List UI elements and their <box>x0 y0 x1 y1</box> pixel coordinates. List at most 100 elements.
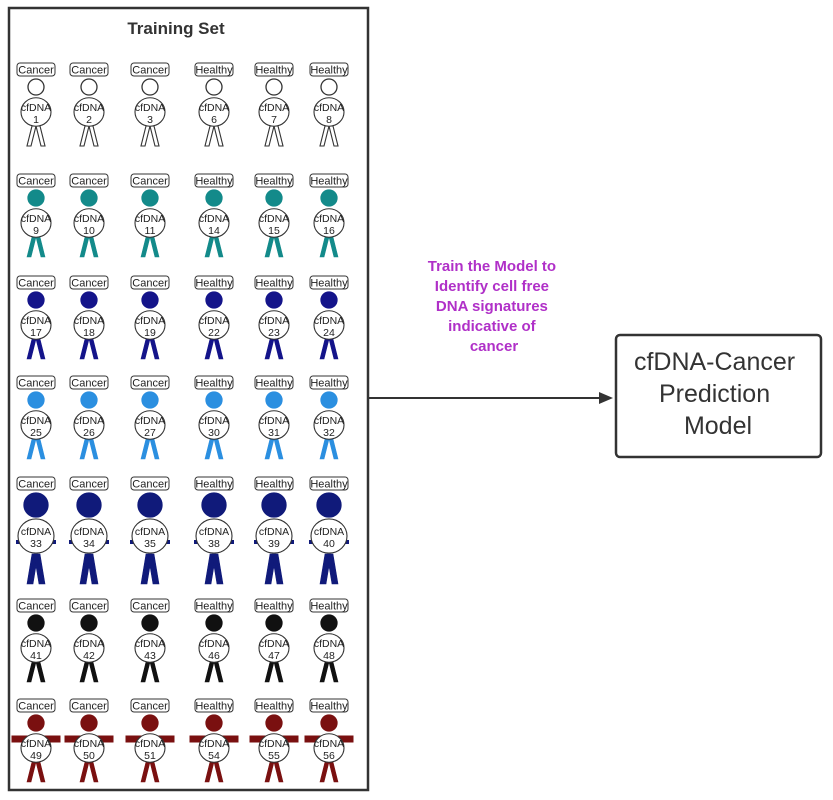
figure-head <box>320 614 338 632</box>
figure-head <box>80 78 98 96</box>
figure-number: 25 <box>30 427 42 439</box>
figure-cfdna-text: cfDNA <box>259 415 289 427</box>
figure-cfdna-text: cfDNA <box>199 738 229 750</box>
figure-body <box>70 518 108 554</box>
figure-label-box <box>130 375 170 390</box>
figure-label: Healthy <box>255 65 293 77</box>
model-box <box>614 333 823 459</box>
figure-label-box <box>194 476 234 491</box>
figure-cfdna-text: cfDNA <box>74 526 104 538</box>
figure-head <box>261 492 287 518</box>
figure-cfdna-text: cfDNA <box>199 415 229 427</box>
figure-body <box>20 97 52 127</box>
figure-label-box <box>194 173 234 188</box>
figure-cfdna-text: cfDNA <box>199 526 229 538</box>
figure-label-box <box>69 275 109 290</box>
figure-label: Healthy <box>255 176 293 188</box>
figure-cfdna-text: cfDNA <box>135 738 165 750</box>
figure-cfdna-text: cfDNA <box>259 638 289 650</box>
figure-head <box>80 291 98 309</box>
figure-cfdna-text: cfDNA <box>314 102 344 114</box>
figure-head <box>205 614 223 632</box>
figure-number: 24 <box>323 327 335 339</box>
figure-label: Healthy <box>195 479 233 491</box>
figure-number: 3 <box>147 114 153 126</box>
arrow-label: Train the Model to Identify cell free DN… <box>428 258 561 355</box>
figure-cfdna-text: cfDNA <box>259 315 289 327</box>
figure-number: 35 <box>144 538 156 550</box>
figure-cfdna-text: cfDNA <box>135 415 165 427</box>
figure-head <box>76 492 102 518</box>
figure-label-box <box>69 375 109 390</box>
figure-number: 46 <box>208 650 220 662</box>
figure-leg-right <box>86 553 99 585</box>
figure-number: 34 <box>83 538 95 550</box>
arrow-label-line-2: Identify cell free <box>435 278 549 295</box>
figure-head <box>265 714 283 732</box>
figure-number: 6 <box>211 114 217 126</box>
figure-body <box>20 733 52 763</box>
figure-cfdna-text: cfDNA <box>314 315 344 327</box>
model-box-line-2: Prediction <box>659 380 770 408</box>
figure-body <box>258 310 290 340</box>
figure-label-box <box>254 375 294 390</box>
figure-body <box>198 733 230 763</box>
figure-label: Healthy <box>310 176 348 188</box>
figure-body <box>73 410 105 440</box>
figure-cfdna-text: cfDNA <box>21 526 51 538</box>
figure-number: 23 <box>268 327 280 339</box>
figure-cfdna-text: cfDNA <box>74 315 104 327</box>
figure-label-box <box>309 476 349 491</box>
model-box-line-3: Model <box>684 412 752 440</box>
figure-body <box>17 518 55 554</box>
figure-cfdna-text: cfDNA <box>259 526 289 538</box>
figure-cfdna-text: cfDNA <box>74 213 104 225</box>
figure-head <box>201 492 227 518</box>
figure-head <box>141 291 159 309</box>
figure-number: 18 <box>83 327 95 339</box>
figure-head <box>27 291 45 309</box>
figure-label-box <box>69 173 109 188</box>
figure-label: Healthy <box>310 378 348 390</box>
figure-cfdna-text: cfDNA <box>259 738 289 750</box>
figure-label-box <box>254 698 294 713</box>
figure-head <box>80 391 98 409</box>
figure-head <box>205 391 223 409</box>
figure-number: 47 <box>268 650 280 662</box>
figure-label: Cancer <box>132 701 168 713</box>
figure-cfdna-text: cfDNA <box>259 102 289 114</box>
figure-label: Healthy <box>310 278 348 290</box>
figure-body <box>134 310 166 340</box>
figure-cfdna-text: cfDNA <box>135 638 165 650</box>
figure-label-box <box>309 275 349 290</box>
figure-leg-right <box>147 553 160 585</box>
figure-label: Cancer <box>71 479 107 491</box>
figure-label: Healthy <box>195 176 233 188</box>
figure-number: 54 <box>208 750 220 762</box>
figure-number: 41 <box>30 650 42 662</box>
figure-body <box>198 633 230 663</box>
figure-number: 39 <box>268 538 280 550</box>
figure-label: Cancer <box>71 65 107 77</box>
figure-body <box>313 410 345 440</box>
model-box-text: cfDNA-Cancer Prediction Model <box>634 348 802 440</box>
figure-leg-right <box>211 553 224 585</box>
figure-label-box <box>16 275 56 290</box>
figure-number: 27 <box>144 427 156 439</box>
figure-body <box>73 633 105 663</box>
